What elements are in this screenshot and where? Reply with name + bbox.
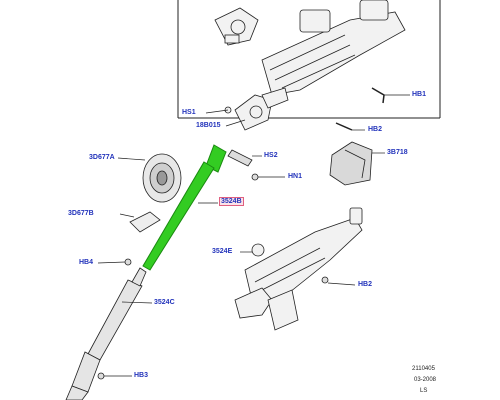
- callout-hb3: HB3: [134, 372, 149, 379]
- callout-3524b: 3524B: [219, 197, 244, 206]
- lower-shaft-3524c: [65, 267, 147, 400]
- callout-3d677b: 3D677B: [68, 210, 94, 217]
- diagram-code: LS: [420, 388, 428, 394]
- callout-3524e: 3524E: [212, 248, 233, 255]
- bracket-3b718: [329, 141, 373, 186]
- callout-3d677a: 3D677A: [89, 154, 115, 161]
- seal-3d677b: [129, 211, 161, 233]
- cover-disc-3d677a: [142, 153, 182, 203]
- callout-hs1: HS1: [182, 109, 196, 116]
- callout-18b015: 18B015: [196, 122, 221, 129]
- diagram-date: 03-2008: [414, 377, 437, 383]
- lower-column-assembly: [234, 207, 363, 331]
- frame: [177, 0, 441, 119]
- diagram-ref: 2110405: [412, 366, 435, 372]
- fasteners: [97, 149, 329, 380]
- callout-3524c: 3524C: [154, 299, 175, 306]
- callout-hb2-lower: HB2: [358, 281, 373, 288]
- callout-hb1: HB1: [412, 91, 427, 98]
- callout-hb2-upper: HB2: [368, 126, 383, 133]
- intermediate-shaft-3524b: [142, 144, 227, 271]
- leader-lines: [97, 94, 410, 377]
- upper-column-assembly: [214, 0, 406, 131]
- callout-3b718: 3B718: [387, 149, 408, 156]
- callout-hn1: HN1: [288, 173, 303, 180]
- callout-hb4: HB4: [79, 259, 94, 266]
- callout-hs2: HS2: [264, 152, 278, 159]
